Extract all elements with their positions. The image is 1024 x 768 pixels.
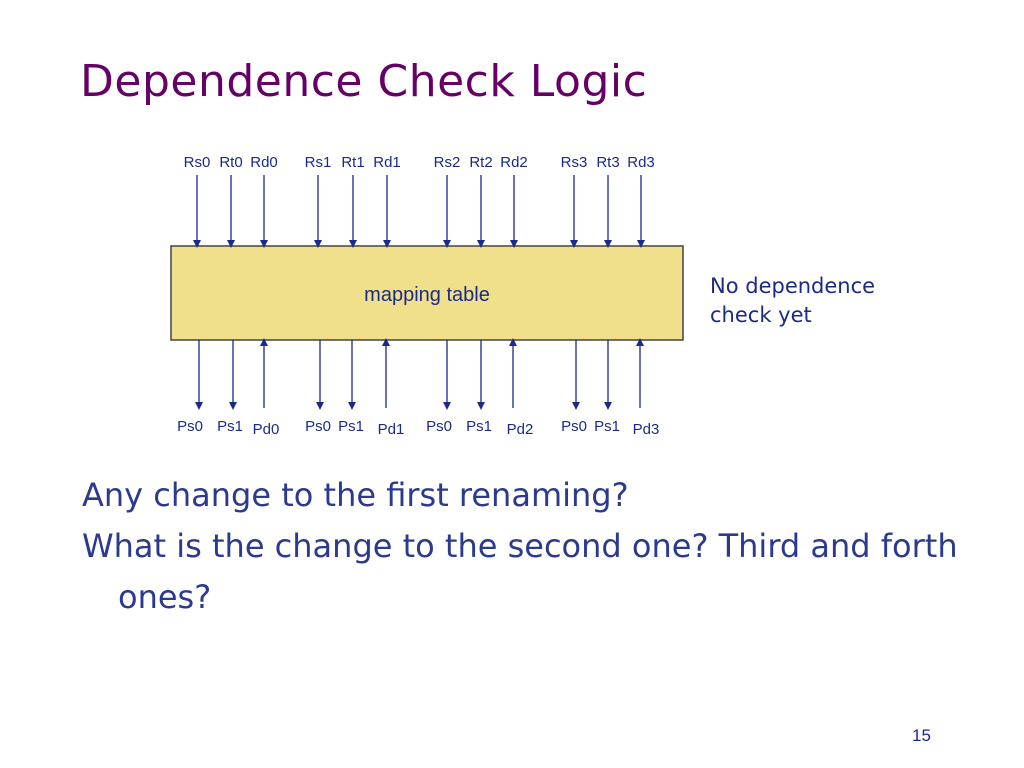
input-label-rd2: Rd2: [500, 154, 528, 171]
input-label-rt3: Rt3: [596, 154, 619, 171]
page-number: 15: [912, 726, 931, 745]
input-signals: Rs0 Rt0 Rd0 Rs1 Rt1 Rd1 Rs2 Rt2 Rd2 Rs3 Rt3 Rd3: [184, 154, 655, 248]
bullet-item-1: Any change to the first renaming?: [82, 476, 629, 514]
output-signals: Ps0 Ps1 Pd0 Ps0 Ps1 Pd1 Ps0 Ps1 Pd2 Ps0 Ps1 Pd3: [177, 338, 660, 438]
input-label-rs2: Rs2: [434, 154, 461, 171]
input-label-rt2: Rt2: [469, 154, 492, 171]
input-label-rd0: Rd0: [250, 154, 278, 171]
output-label-1: Ps0: [177, 418, 203, 435]
output-label-12: Pd3: [633, 421, 660, 438]
input-label-rs3: Rs3: [561, 154, 588, 171]
slide-title: Dependence Check Logic: [80, 56, 648, 107]
output-label-5: Ps1: [338, 418, 364, 435]
mapping-table-label: mapping table: [364, 284, 490, 306]
output-label-3: Pd0: [253, 421, 280, 438]
input-label-rs1: Rs1: [305, 154, 332, 171]
output-label-11: Ps1: [594, 418, 620, 435]
output-label-2: Ps1: [217, 418, 243, 435]
input-label-rd1: Rd1: [373, 154, 401, 171]
note-text: No dependence check yet: [710, 274, 876, 327]
output-label-4: Ps0: [305, 418, 331, 435]
output-label-7: Ps0: [426, 418, 452, 435]
mapping-table-box: [170, 245, 684, 341]
output-label-8: Ps1: [466, 418, 492, 435]
output-label-9: Pd2: [507, 421, 534, 438]
bullet-item-2: What is the change to the second one? Th…: [82, 527, 958, 616]
input-label-rt0: Rt0: [219, 154, 242, 171]
output-label-10: Ps0: [561, 418, 587, 435]
input-label-rt1: Rt1: [341, 154, 364, 171]
bullet-list: Any change to the first renaming? What i…: [82, 470, 962, 623]
input-label-rd3: Rd3: [627, 154, 655, 171]
output-label-6: Pd1: [378, 421, 405, 438]
input-label-rs0: Rs0: [184, 154, 211, 171]
